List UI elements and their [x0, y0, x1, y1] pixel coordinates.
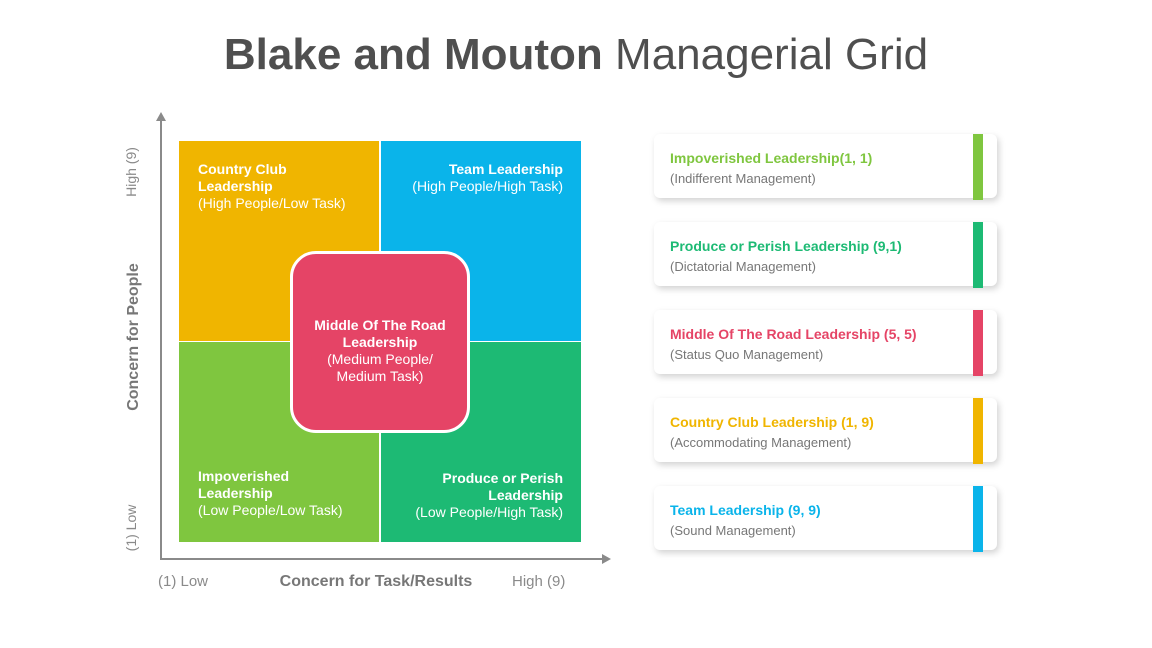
legend-card-country-club: Country Club Leadership (1, 9) (Accommod…: [654, 398, 997, 464]
page-title: Blake and Mouton Managerial Grid: [0, 30, 1152, 80]
x-axis-high-label: High (9): [512, 573, 566, 590]
title-bold: Blake and Mouton: [223, 30, 603, 79]
legend-card-title: Team Leadership (9, 9): [670, 502, 821, 518]
y-axis-title: Concern for People: [125, 263, 142, 411]
quadrant-subtitle: (High People/Low Task): [198, 195, 346, 211]
quadrant-subtitle: (Low People/Low Task): [198, 502, 343, 518]
y-axis-low-label: (1) Low: [123, 504, 139, 552]
quadrant-name-line2: Leadership: [198, 485, 273, 501]
legend-card-title: Country Club Leadership (1, 9): [670, 414, 874, 430]
quadrant-name-line1: Impoverished: [198, 468, 290, 484]
quadrant-name-line2: Leadership: [198, 178, 273, 194]
y-axis-high-label: High (9): [123, 147, 139, 197]
legend-card-subtitle: (Accommodating Management): [670, 435, 852, 450]
legend-card-team: Team Leadership (9, 9) (Sound Management…: [654, 486, 997, 552]
quadrant-name-line1: Produce or Perish: [442, 470, 563, 486]
x-axis-low-label: (1) Low: [158, 573, 209, 590]
y-axis-arrow-icon: [156, 112, 166, 121]
legend-color-bar: [973, 134, 983, 200]
x-axis-title: Concern for Task/Results: [279, 573, 473, 590]
legend-card-title: Middle Of The Road Leadership (5, 5): [670, 326, 917, 342]
center-subtitle-line2: Medium Task): [336, 368, 424, 384]
legend-card-produce-or-perish: Produce or Perish Leadership (9,1) (Dict…: [654, 222, 997, 288]
x-axis-arrow-icon: [602, 554, 611, 564]
quadrant-name: Team Leadership: [448, 161, 563, 177]
legend-card-title: Produce or Perish Leadership (9,1): [670, 238, 902, 254]
y-axis-line: [160, 118, 162, 560]
legend-card-subtitle: (Indifferent Management): [670, 171, 816, 186]
center-name-line2: Leadership: [342, 334, 418, 350]
center-subtitle-line1: (Medium People/: [327, 351, 433, 367]
quadrant-middle-of-the-road: Middle Of The Road Leadership (Medium Pe…: [290, 251, 470, 433]
legend-card-subtitle: (Status Quo Management): [670, 347, 824, 362]
legend-color-bar: [973, 310, 983, 376]
legend-card-subtitle: (Sound Management): [670, 523, 796, 538]
legend-card-middle-of-the-road: Middle Of The Road Leadership (5, 5) (St…: [654, 310, 997, 376]
quadrant-subtitle: (Low People/High Task): [415, 504, 563, 520]
legend-color-bar: [973, 398, 983, 464]
legend-card-impoverished: Impoverished Leadership(1, 1) (Indiffere…: [654, 134, 997, 200]
x-axis-line: [160, 558, 606, 560]
quadrant-name-line2: Leadership: [488, 487, 563, 503]
legend-card-title: Impoverished Leadership(1, 1): [670, 150, 873, 166]
legend-card-subtitle: (Dictatorial Management): [670, 259, 816, 274]
center-name-line1: Middle Of The Road: [314, 317, 446, 333]
title-light: Managerial Grid: [615, 30, 929, 79]
legend-color-bar: [973, 222, 983, 288]
quadrant-subtitle: (High People/High Task): [412, 178, 563, 194]
legend-color-bar: [973, 486, 983, 552]
quadrant-name-line1: Country Club: [198, 161, 287, 177]
